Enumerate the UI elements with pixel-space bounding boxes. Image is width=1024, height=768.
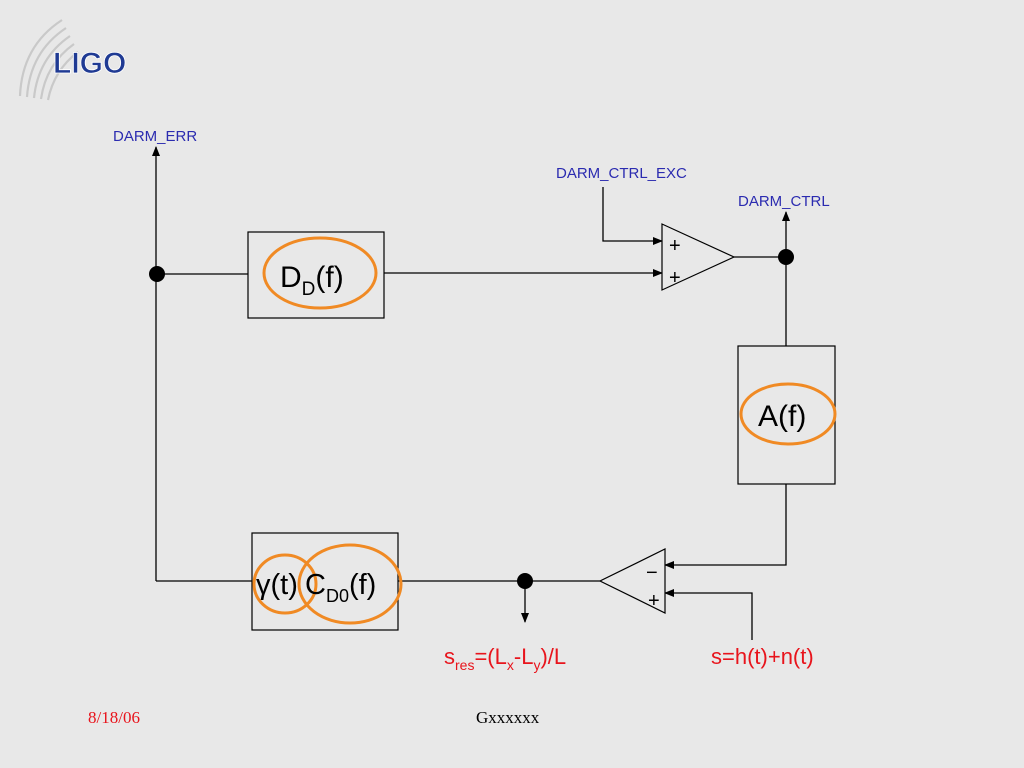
junction-node-err <box>149 266 165 282</box>
a-highlight <box>739 382 837 446</box>
junction-node-sres <box>517 573 533 589</box>
darm-err-label: DARM_ERR <box>113 128 197 145</box>
c-block: γ(t) CD0(f) <box>251 532 403 631</box>
darm-ctrl-label: DARM_CTRL <box>738 193 830 210</box>
top-summer-input1: + <box>669 235 681 257</box>
logo-arcs <box>18 19 79 101</box>
bottom-summer-input1: − <box>646 562 658 584</box>
a-label: A(f) <box>758 400 806 433</box>
dd-highlight <box>262 236 378 310</box>
darm-ctrl-exc-label: DARM_CTRL_EXC <box>556 165 687 182</box>
junction-node-ctrl <box>778 249 794 265</box>
ligo-logo: LIGO <box>18 19 127 101</box>
c-label: CD0(f) <box>305 569 376 606</box>
c-highlight <box>297 543 403 625</box>
signal-label: s=h(t)+n(t) <box>711 644 814 669</box>
dd-block: DD(f) <box>247 231 385 319</box>
footer-date: 8/18/06 <box>88 708 140 727</box>
signal-input-wire <box>664 589 753 640</box>
dd-label: DD(f) <box>280 261 344 300</box>
footer-code: Gxxxxxx <box>476 708 540 727</box>
exc-injection-wire <box>602 187 663 245</box>
bottom-summer-input2: + <box>648 590 660 612</box>
top-summing-junction: + + <box>661 223 736 291</box>
top-summer-input2: + <box>669 267 681 289</box>
sres-label: sres=(Lx-Ly)/L <box>444 644 566 673</box>
gamma-label: γ(t) <box>256 569 298 601</box>
bottom-summing-junction: − + <box>598 548 666 614</box>
logo-text: LIGO <box>53 47 126 80</box>
a-block: A(f) <box>737 345 837 485</box>
signal-wires <box>152 146 790 640</box>
a-to-summer-wire <box>664 484 787 569</box>
gamma-highlight <box>252 553 318 615</box>
